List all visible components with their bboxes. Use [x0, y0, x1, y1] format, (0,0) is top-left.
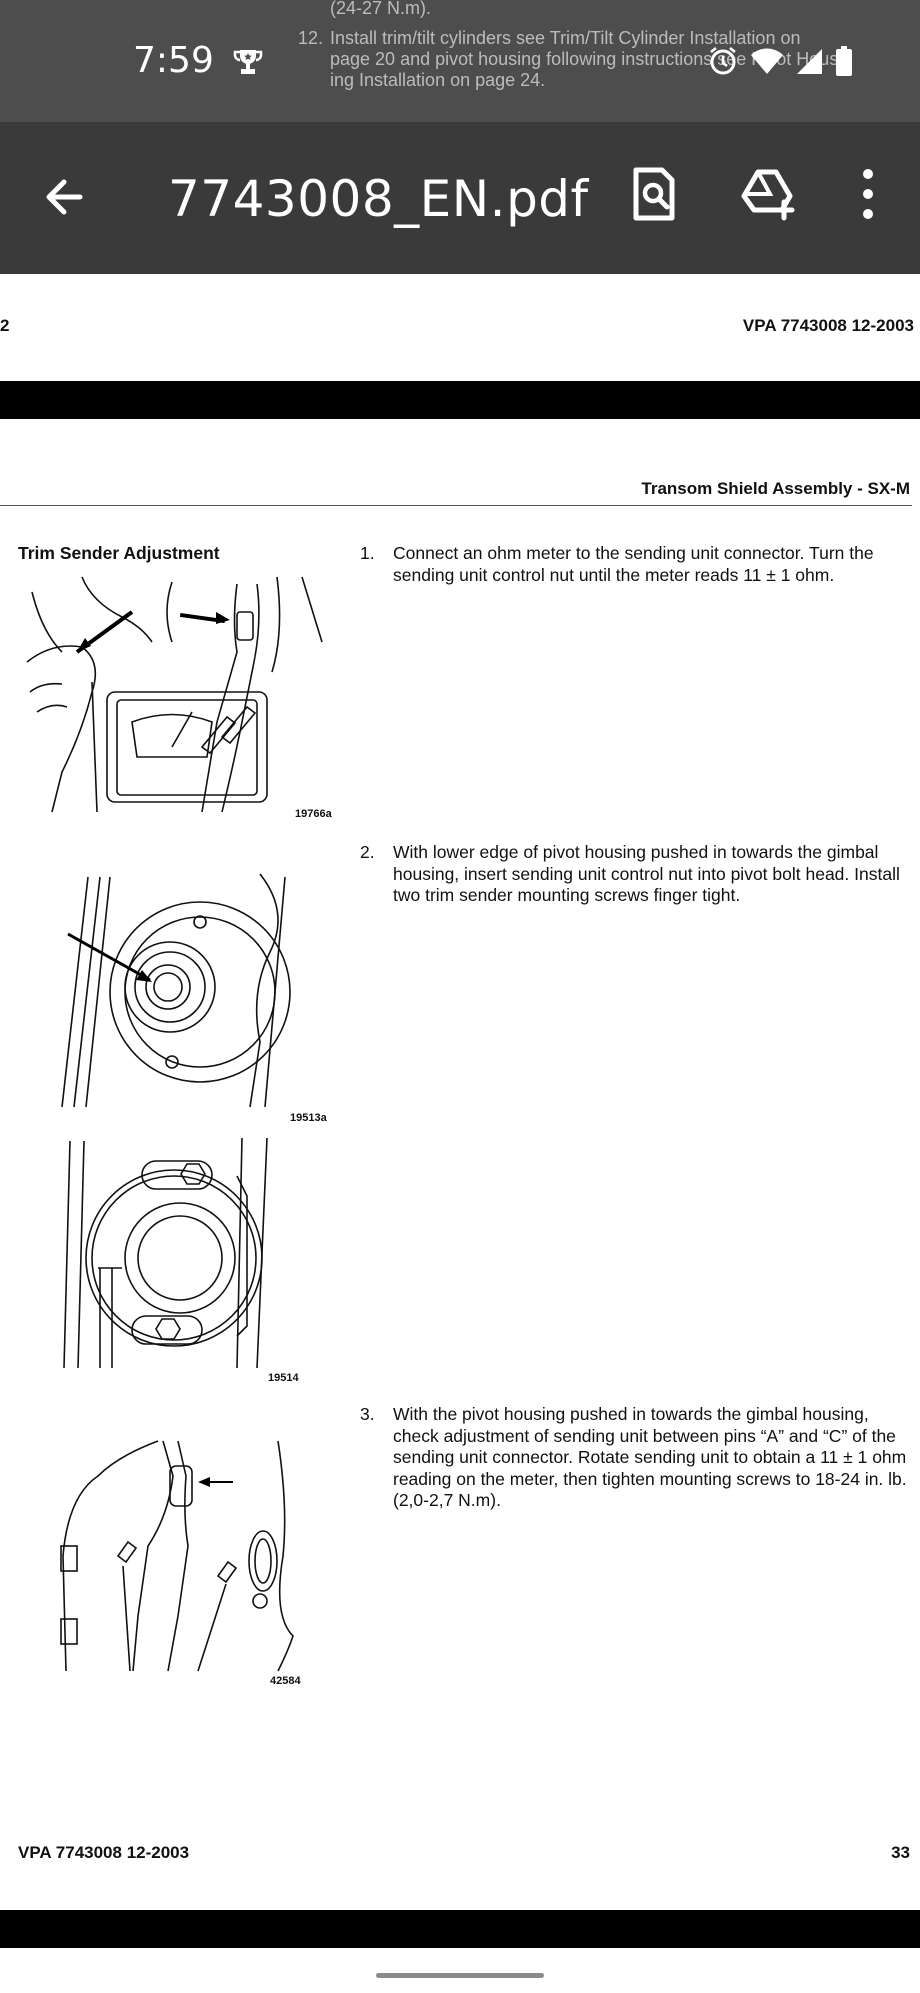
step-1: 1. Connect an ohm meter to the sending u…: [360, 543, 916, 586]
ohm-meter-illustration: [26, 576, 323, 813]
figure-label-1: 19766a: [295, 808, 332, 820]
underlying-line-1: Install trim/tilt cylinders see Trim/Til…: [330, 28, 801, 48]
step-number: 2.: [360, 842, 375, 862]
app-toolbar: 7743008_EN.pdf: [0, 122, 920, 274]
status-time: 7:59: [133, 40, 214, 81]
page-separator-bar: [0, 381, 920, 419]
previous-page-footer: VPA 7743008 12-2003: [742, 316, 914, 335]
trim-sender-heading: Trim Sender Adjustment: [18, 543, 220, 563]
page-number: 33: [891, 1843, 910, 1862]
figure-label-2: 19513a: [290, 1112, 327, 1124]
step-number: 3.: [360, 1404, 375, 1424]
header-rule: [0, 505, 912, 506]
document-search-icon[interactable]: [628, 166, 684, 222]
trophy-icon: [233, 50, 263, 74]
figure-label-4: 42584: [270, 1675, 301, 1687]
gesture-nav-handle[interactable]: [376, 1973, 544, 1978]
signal-icon: [797, 49, 822, 74]
sending-unit-illustration: [60, 1440, 294, 1672]
underlying-line-3: ing Installation on page 24.: [330, 70, 546, 90]
arrow-left-icon[interactable]: [40, 170, 94, 224]
drive-add-icon[interactable]: [740, 166, 796, 222]
status-bar: (24-27 N.m). 12. Install trim/tilt cylin…: [0, 0, 920, 122]
underlying-item-number: 12.: [298, 28, 324, 48]
figure-label-3: 19514: [268, 1372, 299, 1384]
battery-icon: [836, 46, 852, 76]
page-footer-left: VPA 7743008 12-2003: [18, 1843, 190, 1862]
more-vert-icon[interactable]: [840, 166, 896, 222]
underlying-line-0: (24-27 N.m).: [330, 0, 432, 18]
alarm-icon: [710, 47, 736, 75]
step-3: 3. With the pivot housing pushed in towa…: [360, 1404, 916, 1512]
page-separator-bar-bottom: [0, 1910, 920, 1948]
step-text: With the pivot housing pushed in towards…: [393, 1404, 907, 1510]
step-2: 2. With lower edge of pivot housing push…: [360, 842, 916, 907]
step-text: Connect an ohm meter to the sending unit…: [393, 543, 874, 585]
step-text: With lower edge of pivot housing pushed …: [393, 842, 900, 905]
pivot-housing-illustration: [61, 873, 291, 1108]
document-title: 7743008_EN.pdf: [168, 170, 589, 228]
previous-page-number: 2: [0, 316, 10, 335]
step-number: 1.: [360, 543, 375, 563]
section-title: Transom Shield Assembly - SX-M: [641, 479, 910, 498]
wifi-icon: [751, 48, 783, 74]
mounting-screws-illustration: [63, 1137, 268, 1369]
